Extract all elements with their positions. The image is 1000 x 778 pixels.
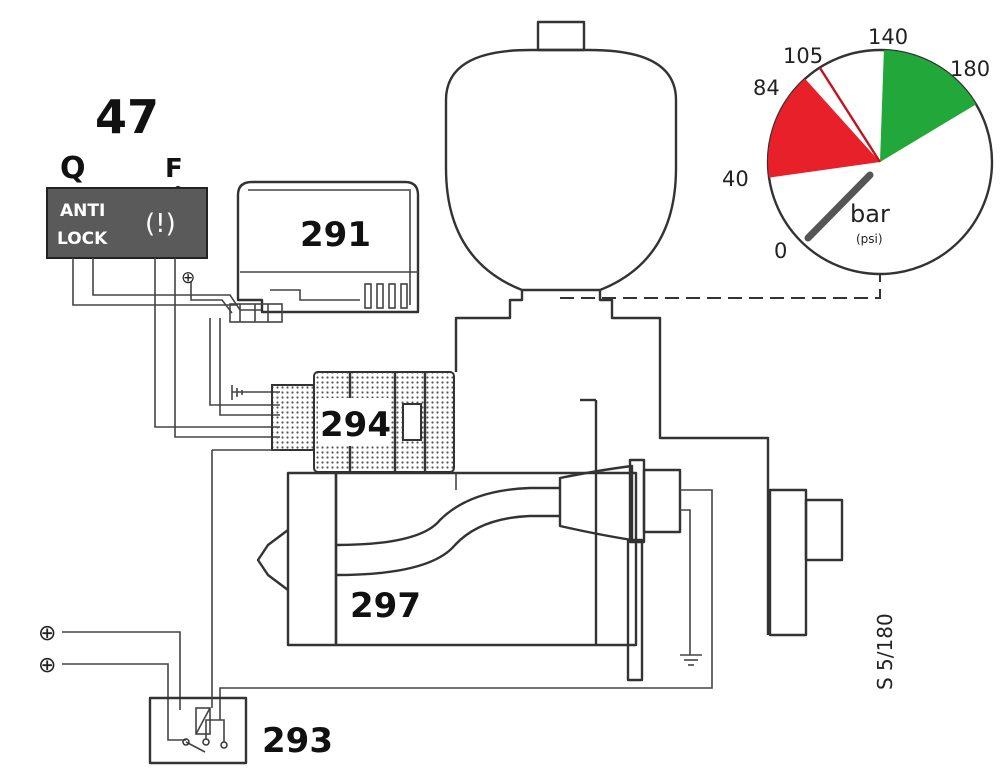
label-291: 291	[300, 215, 371, 255]
gauge-tick-140: 140	[868, 25, 908, 49]
gauge-unit: bar	[850, 200, 890, 228]
pressure-switch: 294	[271, 371, 455, 473]
panel-label-q: Q	[60, 151, 86, 186]
pressure-accumulator	[444, 20, 770, 635]
pressure-gauge: 0 40 84 105 140 180 bar (psi)	[722, 25, 994, 276]
label-297: 297	[350, 586, 421, 626]
label-294: 294	[320, 405, 391, 445]
label-293: 293	[262, 721, 333, 761]
panel-wiring: ⊕	[72, 258, 280, 438]
warning-lamp-panel: Q F ANTI LOCK (!)	[46, 151, 208, 259]
gauge-sub-unit: (psi)	[856, 232, 883, 246]
anti-lock-text-line2: LOCK	[57, 229, 108, 249]
reservoir-connector	[209, 303, 283, 416]
anti-lock-text-line1: ANTI	[60, 201, 105, 221]
reference-code: S 5/180	[873, 613, 897, 690]
brake-warning-icon: (!)	[145, 209, 176, 239]
pump-motor-assembly: 297	[219, 398, 844, 720]
gauge-tick-40: 40	[722, 167, 749, 191]
relay: 293	[148, 449, 333, 765]
figure-number: 47	[95, 90, 159, 144]
gauge-tick-105: 105	[783, 44, 823, 68]
gauge-red-zone	[768, 78, 880, 178]
panel-background	[46, 187, 208, 259]
positive-terminal-1-icon: ⊕	[38, 621, 56, 646]
gauge-tick-0: 0	[774, 239, 787, 263]
panel-positive-terminal-icon: ⊕	[181, 268, 195, 288]
gauge-tick-180: 180	[950, 57, 990, 81]
gauge-105-marker	[818, 67, 882, 163]
gauge-tick-84: 84	[753, 76, 780, 100]
supply-terminals: ⊕ ⊕	[38, 621, 186, 741]
fluid-reservoir: 291	[236, 180, 420, 314]
positive-terminal-2-icon: ⊕	[38, 653, 56, 678]
gauge-connection-line	[560, 270, 881, 299]
gauge-green-zone	[880, 50, 977, 163]
gauge-needle	[804, 171, 874, 242]
panel-label-f: F	[165, 154, 183, 184]
